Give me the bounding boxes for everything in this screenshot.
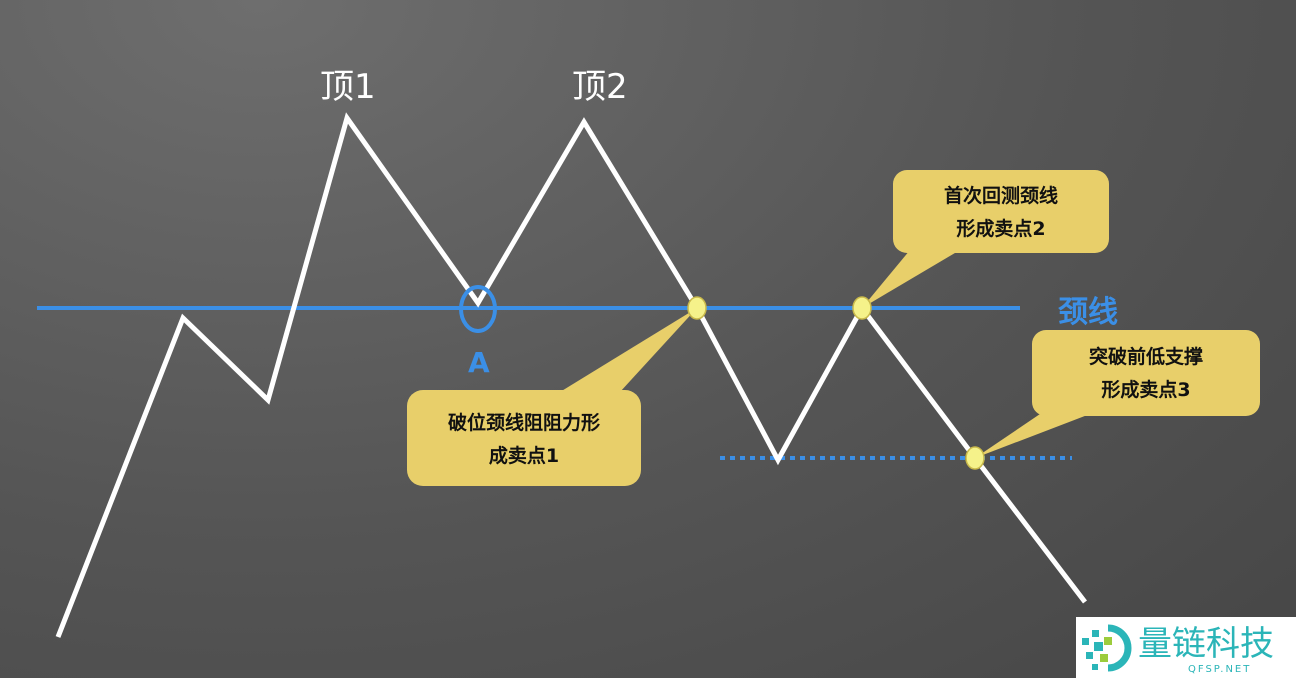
point-a-circle <box>459 285 497 333</box>
sell-point-1-marker <box>687 296 707 320</box>
svg-text:成卖点1: 成卖点1 <box>489 444 559 467</box>
svg-text:首次回测颈线: 首次回测颈线 <box>944 184 1058 207</box>
point-a-label: A <box>468 346 490 379</box>
logo: 量链科技 QFSP.NET <box>1076 617 1296 678</box>
svg-text:形成卖点3: 形成卖点3 <box>1101 378 1190 401</box>
sell-point-3-marker <box>965 446 985 470</box>
top1-label: 顶1 <box>320 67 376 107</box>
svg-text:形成卖点2: 形成卖点2 <box>956 217 1045 240</box>
neckline-label: 颈线 <box>1058 295 1118 330</box>
price-line <box>55 112 1087 638</box>
callout-sell-point-3: 突破前低支撑 形成卖点3 <box>975 330 1260 458</box>
sell-point-2-marker <box>852 296 872 320</box>
callout-sell-point-1: 破位颈线阻阻力形 成卖点1 <box>407 308 697 486</box>
svg-text:突破前低支撑: 突破前低支撑 <box>1089 345 1203 368</box>
callout-sell-point-2: 首次回测颈线 形成卖点2 <box>862 170 1109 308</box>
svg-text:破位颈线阻阻力形: 破位颈线阻阻力形 <box>448 411 600 434</box>
svg-text:QFSP.NET: QFSP.NET <box>1188 664 1251 675</box>
svg-text:量链科技: 量链科技 <box>1138 624 1274 664</box>
top2-label: 顶2 <box>572 67 628 107</box>
